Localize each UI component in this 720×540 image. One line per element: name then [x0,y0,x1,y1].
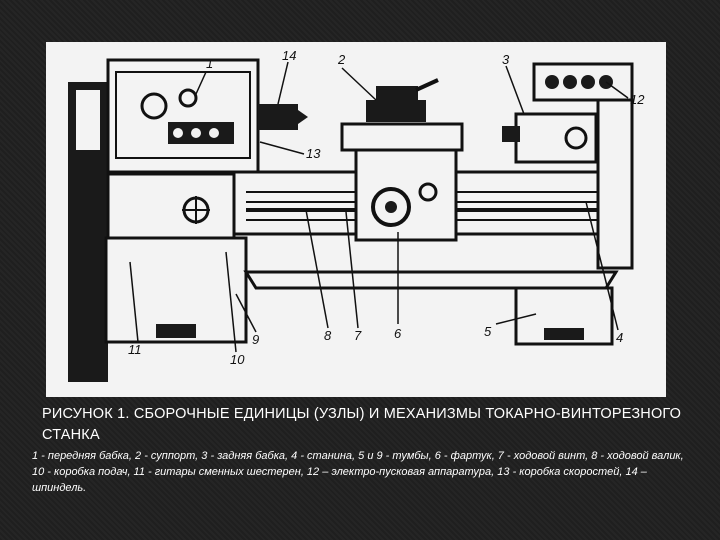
carriage-slide [366,100,426,122]
headstock [106,58,260,174]
figure-title: РИСУНОК 1. СБОРОЧНЫЕ ЕДИНИЦЫ (УЗЛЫ) И МЕ… [42,406,682,443]
label-3: 3 [502,52,510,67]
label-13: 13 [306,146,321,161]
label-10: 10 [230,352,245,367]
label-12: 12 [630,92,645,107]
chip-tray [243,270,619,290]
label-14: 14 [282,48,296,63]
label-2: 2 [337,52,346,67]
tailstock [514,112,598,164]
figure-legend: 1 - передняя бабка, 2 - суппорт, 3 - зад… [32,450,684,494]
label-1: 1 [206,56,213,71]
left-pedestal [104,236,248,344]
label-4: 4 [616,330,623,345]
label-6: 6 [394,326,402,341]
label-9: 9 [252,332,259,347]
label-8: 8 [324,328,332,343]
lathe-diagram: 1 14 2 3 12 13 4 5 6 7 8 9 10 11 [46,42,666,397]
spindle [258,104,298,130]
label-5: 5 [484,324,492,339]
label-11: 11 [128,342,142,357]
lathe-drawing: 1 14 2 3 12 13 4 5 6 7 8 9 10 11 [68,48,645,382]
feed-box [106,172,236,240]
label-7: 7 [354,328,362,343]
